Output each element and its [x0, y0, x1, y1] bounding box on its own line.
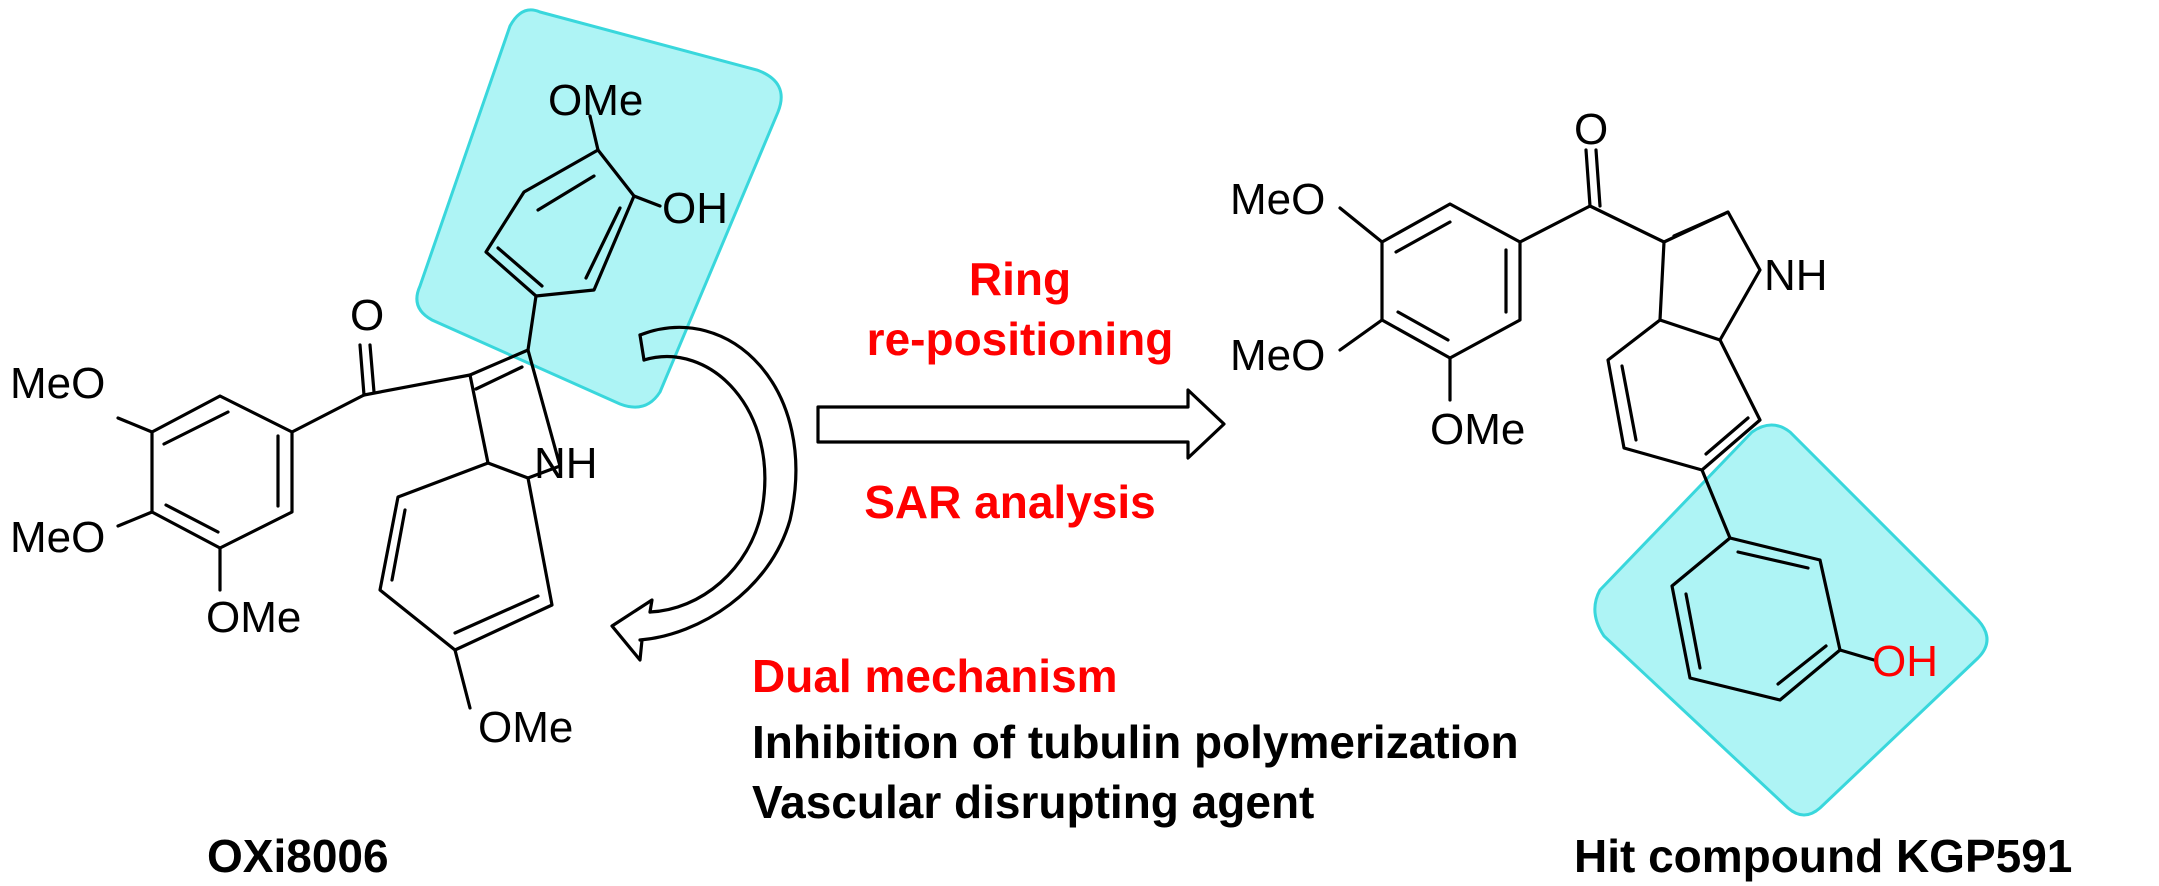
- left-molecule: OMe OH O MeO MeO OMe NH OMe OXi8006: [10, 8, 783, 882]
- left-benzoyl: [116, 343, 472, 592]
- right-carbonyl-o-label: O: [1574, 105, 1608, 154]
- mechanism-title: Dual mechanism: [752, 650, 1118, 702]
- left-carbonyl-o-label: O: [350, 291, 384, 340]
- right-molecule: O MeO MeO OMe NH OH Hit compound KGP591: [1230, 105, 2072, 882]
- arrow-label-sar: SAR analysis: [864, 476, 1155, 528]
- forward-arrow: [816, 388, 1226, 460]
- left-ome-top-label: OMe: [548, 76, 643, 125]
- left-phenol-ring: [484, 114, 662, 352]
- left-meo-2-label: MeO: [10, 513, 105, 562]
- right-indole: [1606, 210, 1762, 540]
- mechanism-block: Dual mechanism Inhibition of tubulin pol…: [752, 650, 1519, 828]
- left-ome-bottom-label: OMe: [206, 593, 301, 642]
- right-nh-label: NH: [1764, 251, 1828, 300]
- arrow-label-ring: Ring: [969, 253, 1071, 305]
- right-trimethoxy-ring: [1338, 202, 1592, 402]
- right-meo-1-label: MeO: [1230, 175, 1325, 224]
- left-molecule-name: OXi8006: [207, 830, 389, 882]
- right-highlight-box: [1593, 423, 1989, 817]
- right-meo-2-label: MeO: [1230, 331, 1325, 380]
- mechanism-item-1: Inhibition of tubulin polymerization: [752, 716, 1519, 768]
- curved-arrow: [610, 325, 798, 662]
- right-oh-label: OH: [1872, 637, 1938, 686]
- left-nh-label: NH: [534, 439, 598, 488]
- left-highlight-box: [415, 8, 783, 409]
- mechanism-item-2: Vascular disrupting agent: [752, 776, 1314, 828]
- right-ome-bottom-label: OMe: [1430, 405, 1525, 454]
- right-phenol-ring: [1670, 536, 1876, 702]
- arrow-label-repositioning: re-positioning: [867, 313, 1174, 365]
- left-meo-1-label: MeO: [10, 359, 105, 408]
- right-molecule-name: Hit compound KGP591: [1574, 830, 2072, 882]
- left-ome-indole-label: OMe: [478, 703, 573, 752]
- left-indole: [378, 348, 562, 710]
- left-oh-label: OH: [662, 184, 728, 233]
